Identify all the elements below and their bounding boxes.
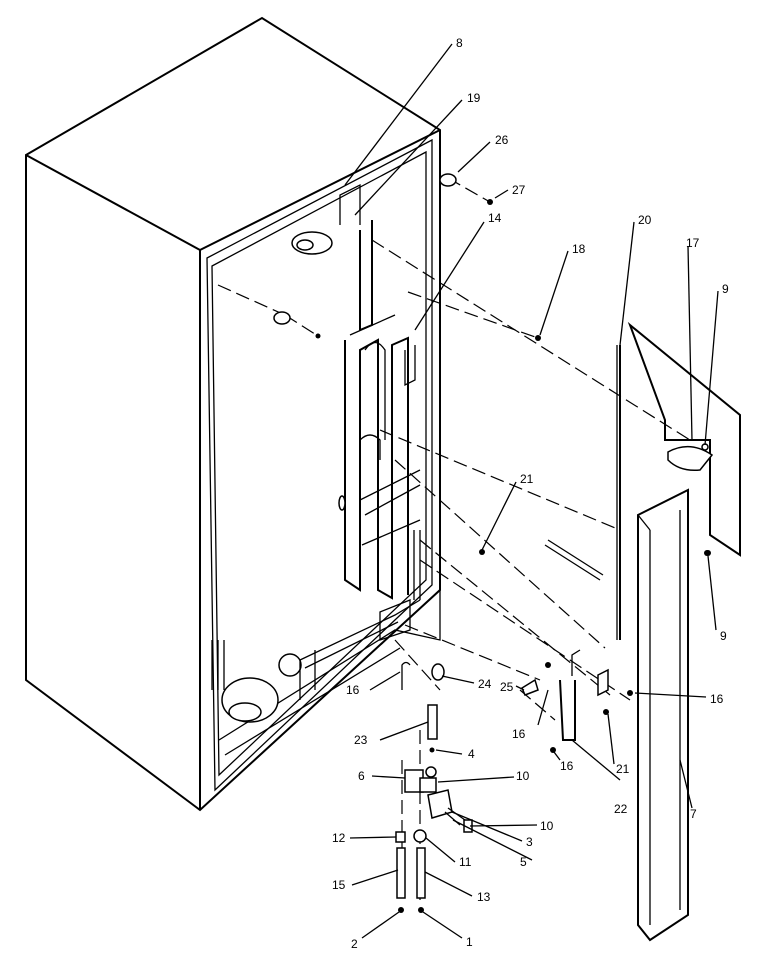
callout-9-lower: 9 [720, 629, 727, 643]
small-parts [273, 173, 711, 913]
callout-2: 2 [351, 937, 358, 951]
callout-21-lower: 21 [616, 762, 630, 776]
callout-11: 11 [459, 855, 472, 869]
callout-16-left: 16 [346, 683, 360, 697]
rod-20 [544, 345, 621, 640]
callout-9-upper: 9 [722, 282, 729, 296]
callout-10-upper: 10 [516, 769, 530, 783]
callout-21-upper: 21 [520, 472, 534, 486]
callout-16-middle: 16 [512, 727, 526, 741]
panel-7 [637, 488, 689, 942]
leader-lines [344, 43, 719, 939]
callout-6: 6 [358, 769, 365, 783]
callout-labels: 8 19 26 27 14 18 20 17 9 9 21 21 16 16 1… [332, 36, 729, 951]
callout-15: 15 [332, 878, 346, 892]
callout-20: 20 [638, 213, 652, 227]
cabinet [25, 16, 441, 812]
callout-17: 17 [686, 236, 700, 250]
callout-13: 13 [477, 890, 491, 904]
condenser-tubing [291, 183, 421, 641]
callout-10-lower: 5 [520, 855, 527, 869]
callout-4: 4 [468, 747, 475, 761]
panel-9 [627, 321, 741, 557]
callout-25: 25 [500, 680, 514, 694]
callout-16-right: 16 [710, 692, 724, 706]
callout-22: 22 [614, 802, 628, 816]
tube-22 [559, 649, 609, 741]
callout-16-lower: 16 [560, 759, 574, 773]
callout-26: 26 [495, 133, 509, 147]
callout-19: 19 [467, 91, 481, 105]
callout-18: 18 [572, 242, 586, 256]
callout-8: 8 [456, 36, 463, 50]
callout-3: 10 [540, 819, 554, 833]
callout-5: 3 [526, 835, 533, 849]
callout-27: 27 [512, 183, 526, 197]
callout-14: 14 [488, 211, 502, 225]
callout-12: 12 [332, 831, 346, 845]
callout-1: 1 [466, 935, 473, 949]
callout-24: 24 [478, 677, 492, 691]
callout-7: 7 [690, 807, 697, 821]
callout-23: 23 [354, 733, 368, 747]
